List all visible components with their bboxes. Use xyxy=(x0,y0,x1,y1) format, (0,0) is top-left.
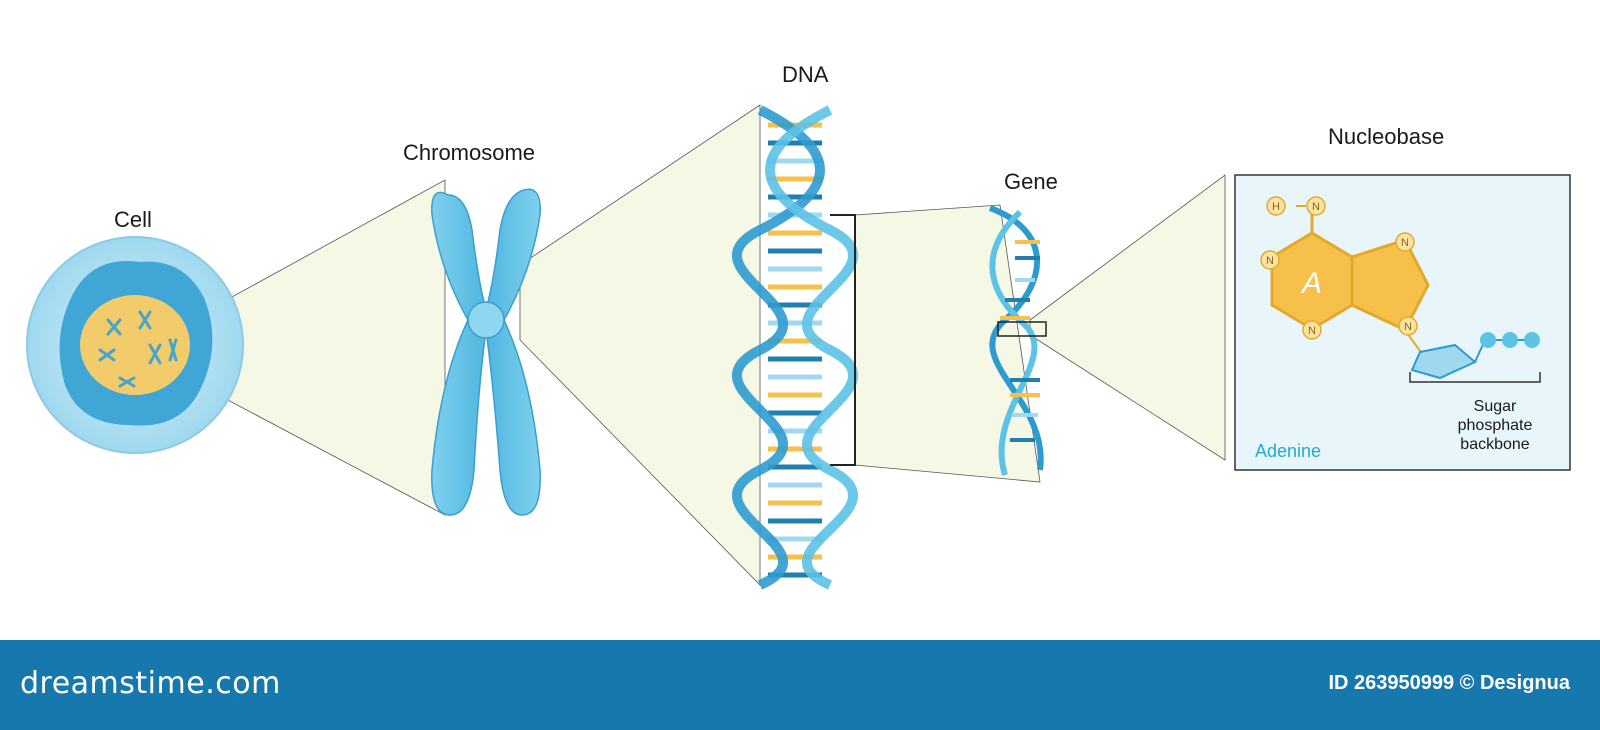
atom-n-7 xyxy=(1395,232,1415,252)
label-nucleobase: Nucleobase xyxy=(1328,124,1445,149)
dna-helix xyxy=(731,105,859,590)
atom-n-label: N xyxy=(1308,325,1316,337)
gene-helix xyxy=(988,205,1047,476)
atom-n-9 xyxy=(1398,316,1418,336)
chromosome-illustration xyxy=(431,188,541,516)
sugar-pentagon xyxy=(1410,343,1477,380)
diagram-svg: H N N N N N A xyxy=(26,104,1571,590)
phosphate-1 xyxy=(1480,332,1496,348)
label-cell: Cell xyxy=(114,207,152,232)
footer-image-id: ID 263950999 © Designua xyxy=(1328,672,1570,694)
atom-n-1 xyxy=(1260,250,1280,270)
footer-bar: dreamstime.com ID 263950999 © Designua xyxy=(0,640,1600,730)
zoom-cone-chromosome-dna xyxy=(519,104,761,586)
atom-h xyxy=(1266,196,1286,216)
centromere xyxy=(467,301,505,339)
atom-n-label: N xyxy=(1404,321,1412,333)
label-backbone: Sugar phosphate backbone xyxy=(1440,397,1550,454)
label-dna: DNA xyxy=(782,62,829,87)
adenine-molecule: H N N N N N A xyxy=(1260,196,1541,383)
atom-n-label: N xyxy=(1401,237,1409,249)
base-letter: A xyxy=(1300,267,1322,300)
atom-h-label: H xyxy=(1272,201,1280,213)
diagram-stage: H N N N N N A Cell Chromosome DNA Gene N… xyxy=(26,62,1571,590)
dna-gene-bracket xyxy=(830,214,856,466)
atom-n-label: N xyxy=(1266,255,1274,267)
cell-illustration xyxy=(26,236,244,454)
atom-n-amine xyxy=(1306,196,1326,216)
backbone-line-2: phosphate xyxy=(1457,417,1533,434)
atom-n-label: N xyxy=(1312,201,1320,213)
atom-n-3 xyxy=(1302,320,1322,340)
backbone-line-3: backbone xyxy=(1460,436,1530,453)
backbone-bracket xyxy=(1409,372,1541,383)
phosphate-2 xyxy=(1502,332,1518,348)
label-gene: Gene xyxy=(1004,169,1058,194)
footer-brand[interactable]: dreamstime.com xyxy=(20,666,281,701)
zoom-cone-gene-nucleobase xyxy=(1029,174,1226,461)
gene-highlight-box xyxy=(997,321,1047,337)
label-adenine: Adenine xyxy=(1255,441,1322,461)
backbone-line-1: Sugar xyxy=(1473,398,1517,415)
label-chromosome: Chromosome xyxy=(403,140,536,165)
phosphate-3 xyxy=(1524,332,1540,348)
